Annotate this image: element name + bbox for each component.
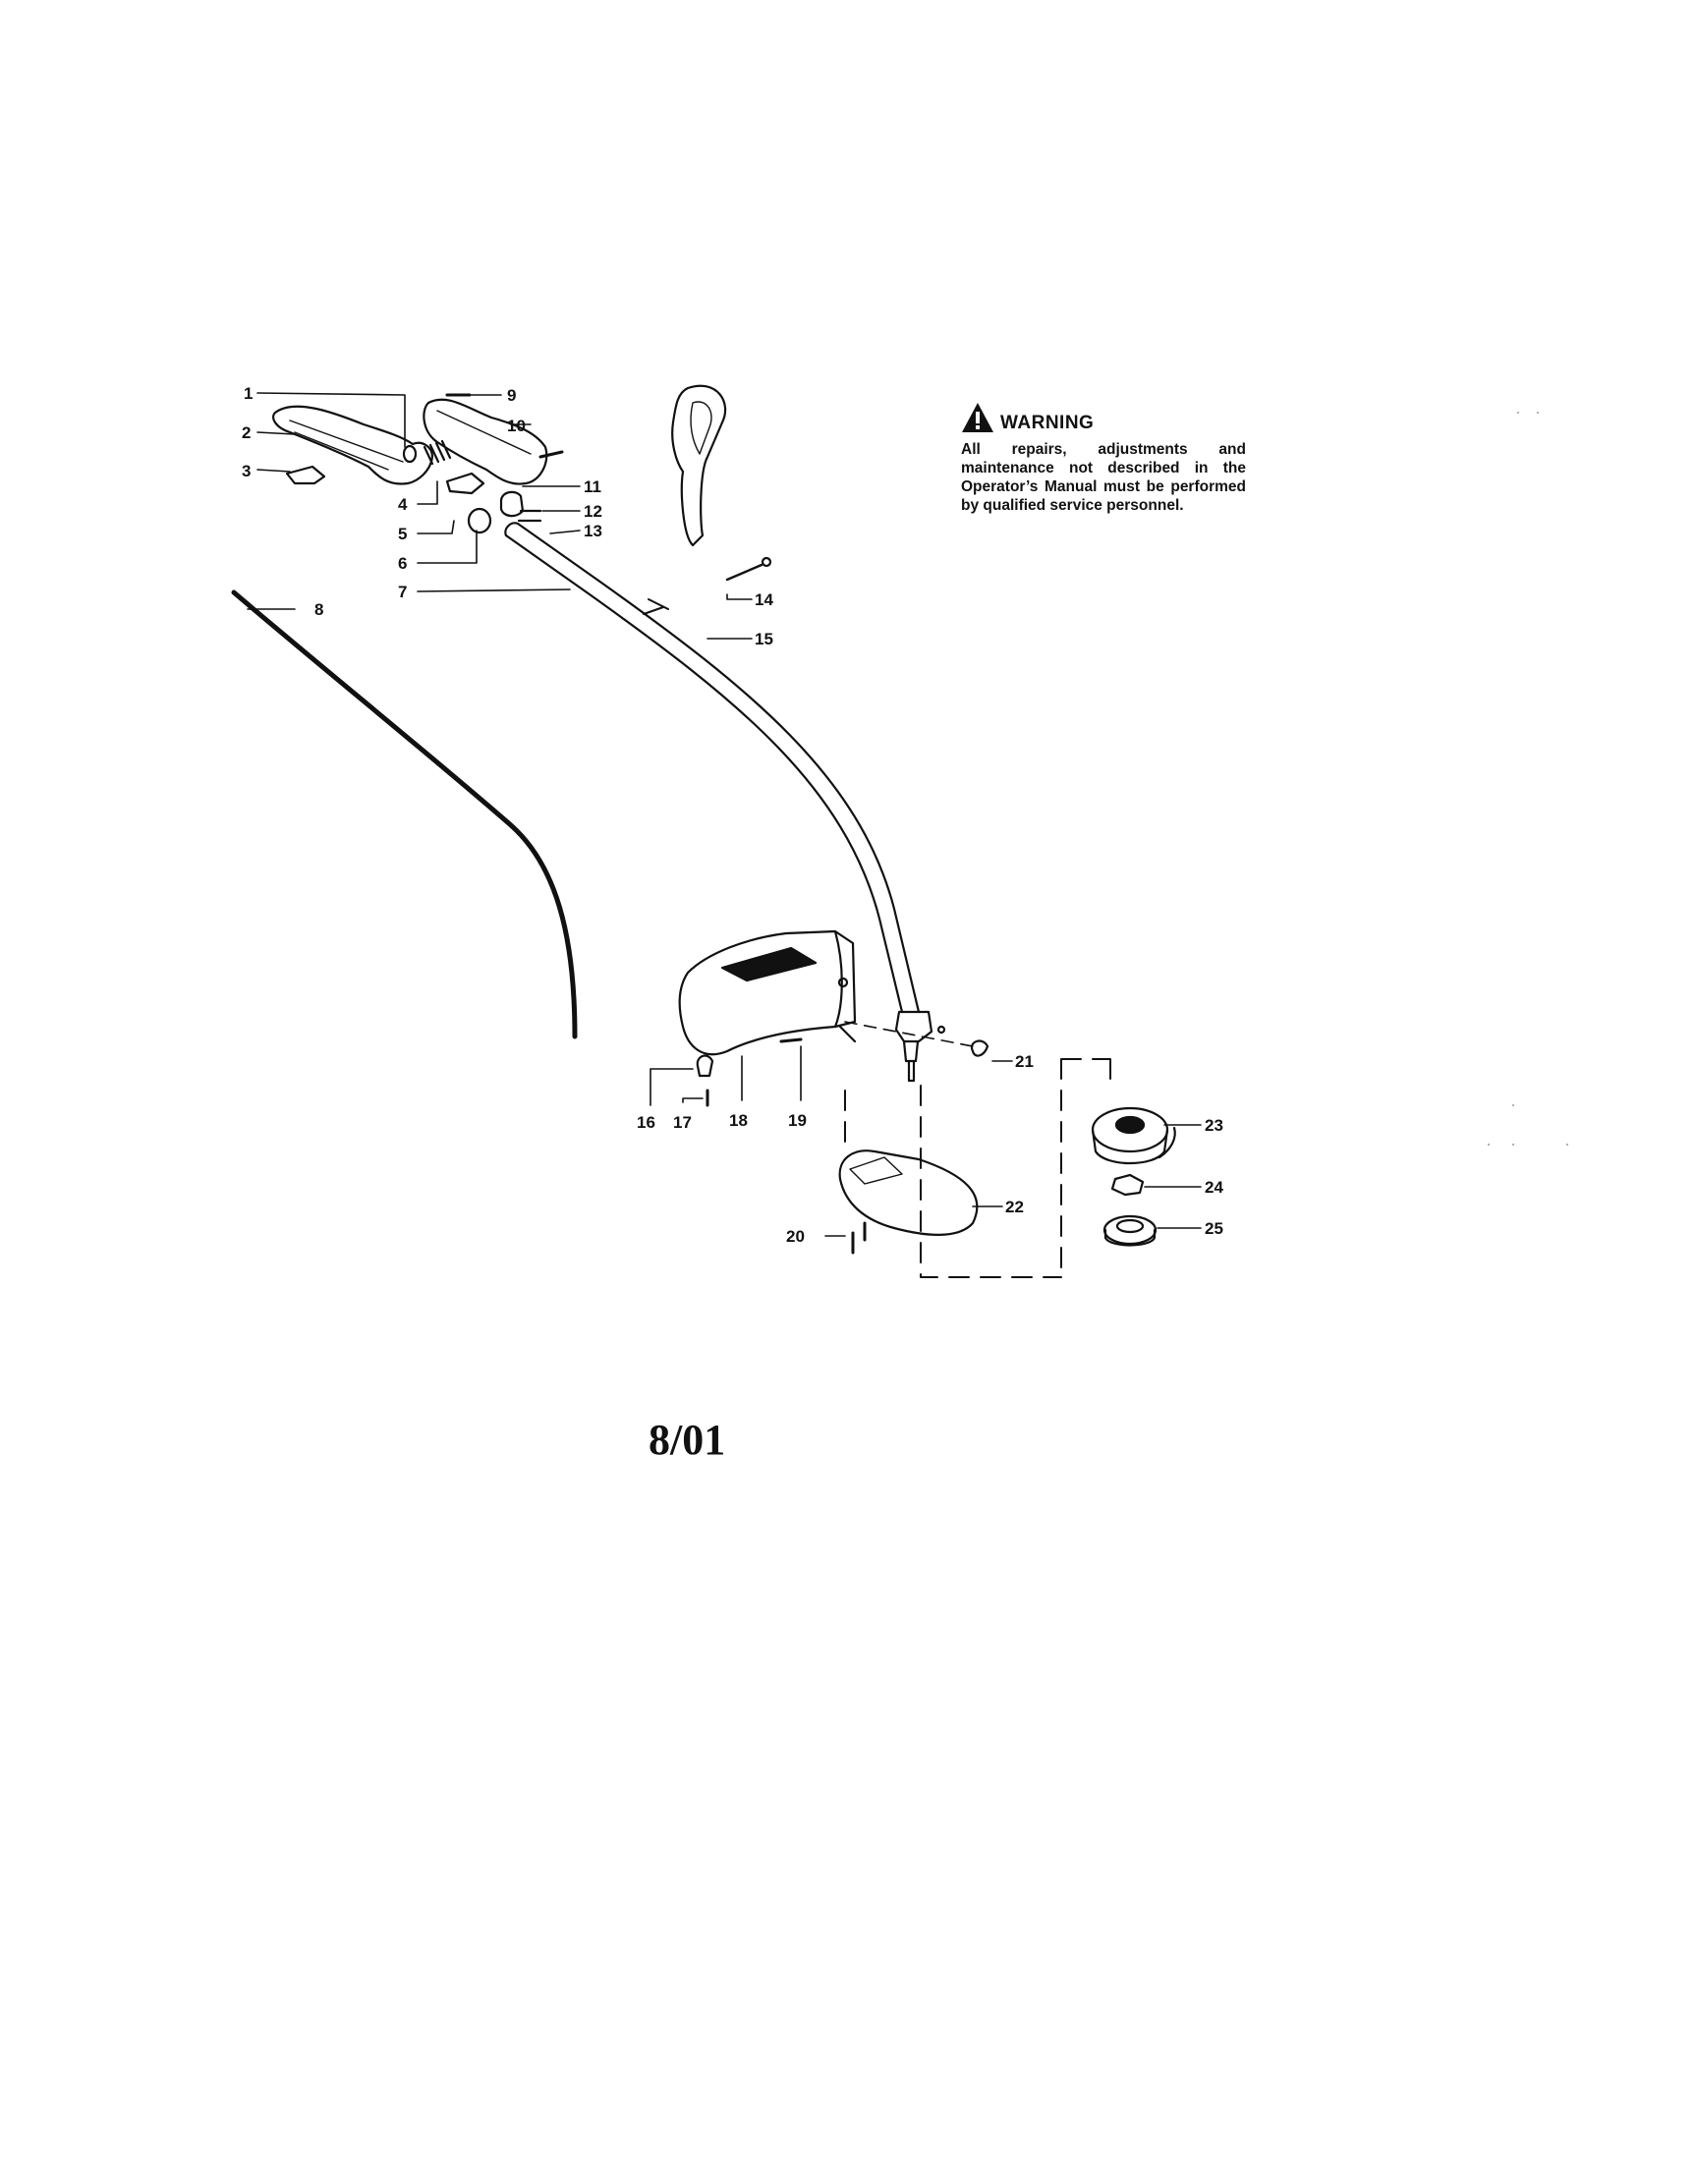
label-20: 20: [786, 1227, 805, 1246]
pin-12: [517, 509, 542, 523]
label-23: 23: [1205, 1116, 1223, 1135]
date-stamp: 8/01: [649, 1416, 726, 1464]
label-5: 5: [398, 525, 407, 543]
nut-21: [970, 1039, 989, 1057]
label-19: 19: [788, 1111, 807, 1130]
bracket-16: [696, 1054, 714, 1078]
label-2: 2: [242, 423, 251, 442]
label-14: 14: [755, 590, 773, 609]
shaft-tube: [504, 533, 904, 1014]
warning-icon: [962, 403, 993, 432]
screw-19: [779, 1037, 803, 1043]
warning-text: All repairs, adjustments and maintenance…: [961, 441, 1246, 514]
label-8: 8: [314, 600, 323, 619]
assembly-dash: [844, 1058, 1111, 1278]
label-4: 4: [398, 495, 408, 514]
debris-shield: [678, 929, 843, 1056]
loop-handle: [671, 384, 727, 547]
label-10: 10: [507, 417, 526, 435]
shaft-tube-edge: [516, 522, 921, 1014]
label-15: 15: [755, 630, 773, 648]
drive-cable: [231, 589, 578, 1039]
label-24: 24: [1205, 1178, 1223, 1197]
trigger: [285, 465, 326, 485]
label-22: 22: [1005, 1198, 1024, 1216]
nut-24: [1110, 1173, 1145, 1197]
label-16: 16: [637, 1113, 655, 1132]
warning-title: WARNING: [1000, 413, 1095, 433]
label-12: 12: [584, 502, 602, 521]
guard-22: [838, 1149, 979, 1236]
label-21: 21: [1015, 1052, 1034, 1071]
switch-5: [445, 472, 485, 495]
label-25: 25: [1205, 1219, 1223, 1238]
label-9: 9: [507, 386, 516, 405]
washer-1: [402, 444, 418, 464]
label-18: 18: [729, 1111, 748, 1130]
label-13: 13: [584, 522, 602, 540]
clamp-11: [499, 490, 525, 518]
label-7: 7: [398, 583, 407, 601]
cap-6: [467, 507, 492, 534]
spring-4: [423, 439, 452, 466]
label-3: 3: [242, 462, 251, 480]
label-1: 1: [244, 384, 253, 403]
label-17: 17: [673, 1113, 692, 1132]
label-11: 11: [584, 477, 601, 496]
front-handle-half: [423, 398, 548, 485]
label-6: 6: [398, 554, 407, 573]
rear-handle-half: [272, 405, 434, 485]
bolt-14: [725, 563, 763, 582]
screw-20: [851, 1221, 867, 1255]
scan-specks: [1488, 412, 1568, 1146]
